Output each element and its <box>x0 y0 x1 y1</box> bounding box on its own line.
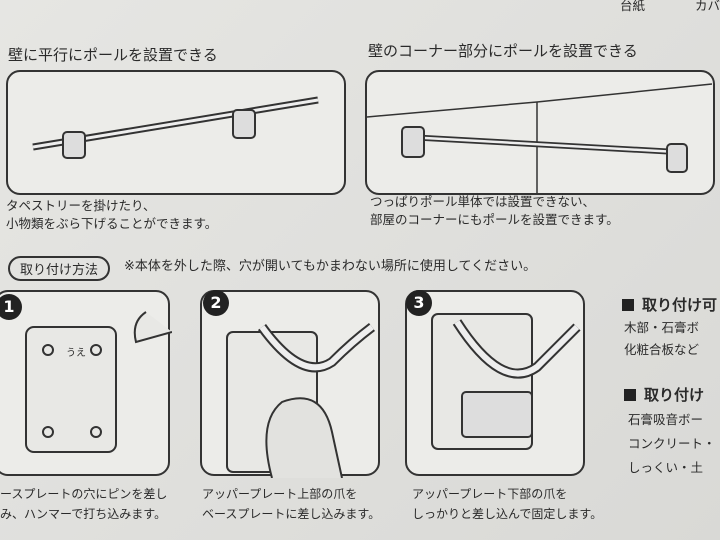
step-3-desc-1: アッパープレート下部の爪を <box>412 487 568 501</box>
step-1-desc-1: ースプレートの穴にピンを差し <box>0 487 168 501</box>
side-section-2-item-1: 石膏吸音ボー <box>628 412 704 427</box>
step-3-illustration <box>405 290 585 476</box>
square-bullet-icon <box>624 389 636 401</box>
feature-2-illustration <box>365 70 715 195</box>
feature-1-illustration <box>6 70 346 195</box>
step-2-illustration <box>200 290 380 478</box>
step-2-desc-2: ベースプレートに差し込みます。 <box>202 507 381 521</box>
step-3-desc-2: しっかりと差し込んで固定します。 <box>412 507 603 521</box>
feature-2-desc-1: つっぱりポール単体では設置できない、 <box>370 194 596 209</box>
feature-1-desc-2: 小物類をぶら下げることができます。 <box>6 216 218 231</box>
side-section-1-title: 取り付け可 <box>622 294 717 315</box>
header-label-b: カバ <box>695 0 720 13</box>
feature-1-title: 壁に平行にポールを設置できる <box>8 46 218 64</box>
step-2-number: 2 <box>203 290 229 316</box>
header-label-a: 台紙 <box>620 0 646 13</box>
step-1-number: 1 <box>0 294 22 320</box>
side-section-2-item-2: コンクリート・ <box>628 436 716 451</box>
wall-parallel-pole-drawing <box>32 96 319 159</box>
upper-plate-insert-drawing <box>226 323 376 478</box>
base-plate-drawing <box>25 311 172 453</box>
method-label: 取り付け方法 <box>8 256 111 281</box>
step-1-illustration: うえ <box>0 290 172 476</box>
upper-plate-fix-drawing <box>431 313 581 450</box>
square-bullet-icon <box>622 299 634 311</box>
step-3-number: 3 <box>406 290 432 316</box>
side-section-1-item-2: 化粧合板など <box>624 342 700 357</box>
side-section-2-item-3: しっくい・土 <box>628 460 704 475</box>
up-marker: うえ <box>66 348 86 359</box>
method-note: ※本体を外した際、穴が開いてもかまわない場所に使用してください。 <box>124 259 537 274</box>
side-section-1-item-1: 木部・石膏ボ <box>624 320 700 335</box>
step-2-desc-1: アッパープレート上部の爪を <box>202 487 358 501</box>
side-section-2-title: 取り付け <box>624 384 704 405</box>
step-1-desc-2: み、ハンマーで打ち込みます。 <box>0 507 167 521</box>
feature-1-desc-1: タペストリーを掛けたり、 <box>6 198 156 213</box>
feature-2-desc-2: 部屋のコーナーにもポールを設置できます。 <box>370 212 619 227</box>
corner-pole-drawing <box>367 83 713 195</box>
feature-2-title: 壁のコーナー部分にポールを設置できる <box>368 42 638 60</box>
